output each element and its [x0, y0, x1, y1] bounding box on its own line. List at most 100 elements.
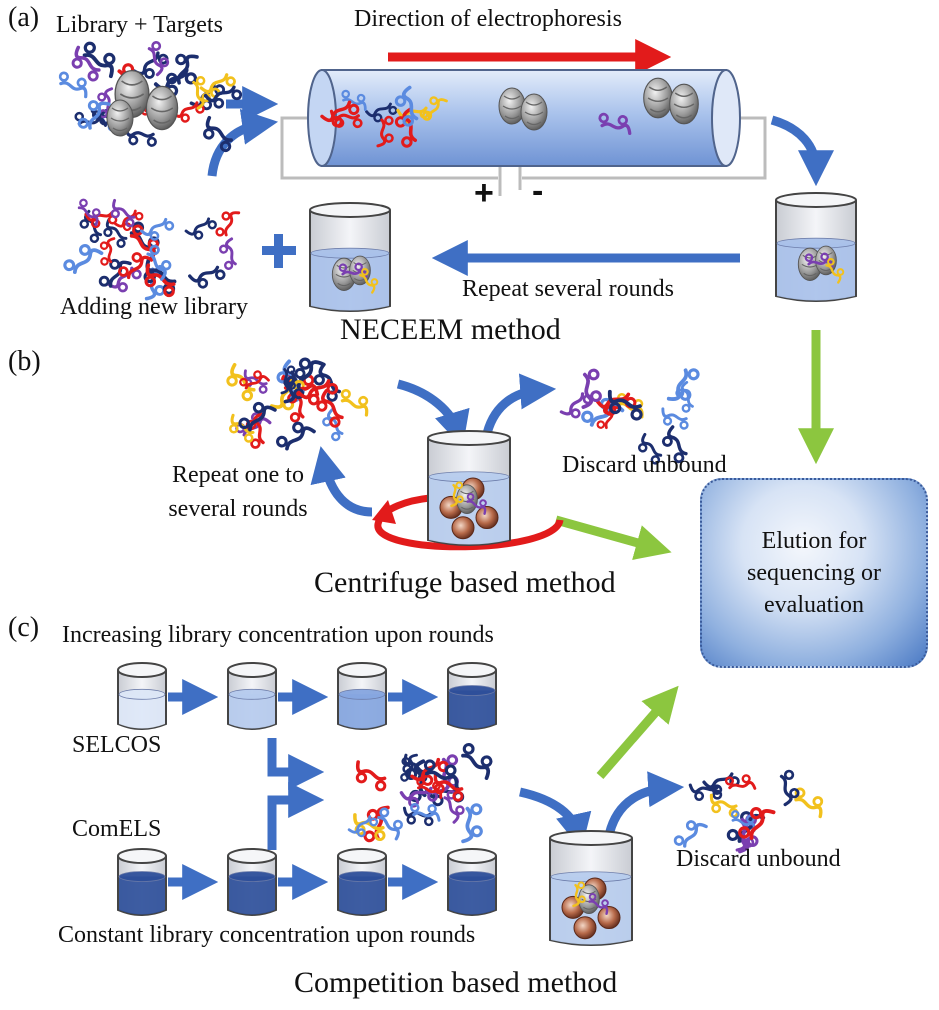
aptamer-strand	[347, 815, 379, 838]
beaker	[549, 830, 633, 946]
beaker	[427, 430, 511, 546]
repeat-b-line2: several rounds	[168, 496, 308, 522]
aptamer-strand	[340, 388, 369, 417]
tube-contents	[320, 77, 699, 148]
minus-terminal: -	[532, 172, 544, 210]
aptamer-strand	[399, 786, 439, 808]
beaker	[447, 662, 497, 730]
aptamer-strand	[97, 87, 114, 119]
aptamer-strand	[313, 362, 341, 402]
aptamer-strand	[461, 803, 483, 844]
selcos-label: SELCOS	[72, 732, 162, 758]
target-protein	[106, 99, 134, 137]
comels-branch-arrow	[267, 782, 325, 850]
repeat-rounds-label: Repeat several rounds	[462, 276, 674, 302]
aptamer-strand	[103, 217, 128, 248]
aptamer-strand	[724, 774, 757, 790]
constant-label: Constant library concentration upon roun…	[58, 922, 476, 948]
panel-a-label: (a)	[8, 2, 40, 33]
adding-library-label: Adding new library	[60, 294, 248, 320]
aptamer-strand	[666, 368, 700, 401]
competition-method-title: Competition based method	[294, 966, 618, 999]
aptamer-strand	[572, 881, 586, 908]
aptamer-strand	[377, 807, 404, 841]
aptamer-strand	[184, 217, 217, 240]
aptamer-strand	[804, 252, 834, 268]
aptamer-strand	[598, 112, 632, 135]
centrifuge-rotation-ring	[374, 494, 564, 551]
selcos-branch-arrow	[267, 738, 325, 790]
aptamer-strand	[110, 198, 136, 228]
centrifuge-ring-arrowhead	[372, 500, 396, 524]
aptamer-strand	[77, 198, 101, 227]
aptamer-strand	[400, 753, 418, 782]
increasing-label: Increasing library concentration upon ro…	[62, 622, 494, 648]
aptamer-strand	[192, 75, 211, 110]
green-arrow-centrifuge-to-elution	[554, 515, 672, 560]
aptamer-strand	[276, 421, 316, 451]
aptamer-strand	[461, 742, 493, 780]
arrow-beaker-out-c	[603, 771, 685, 841]
aptamer-strand	[581, 368, 602, 409]
aptamer-strand	[376, 115, 394, 148]
aptamer-strand	[203, 115, 233, 153]
arrow-beaker-out-b	[481, 373, 557, 440]
target-protein	[520, 93, 548, 131]
beakers	[117, 192, 857, 946]
beaker	[227, 848, 277, 916]
neceem-method-title: NECEEM method	[340, 313, 561, 346]
aptamer-strand	[118, 252, 154, 280]
repeat-b-line1: Repeat one to	[172, 462, 304, 488]
aptamer-strand	[359, 267, 379, 294]
beaker	[117, 662, 167, 730]
beaker	[227, 662, 277, 730]
aptamer-clusters	[58, 41, 824, 854]
aptamer-strand	[450, 481, 464, 508]
aptamer-strand	[199, 73, 236, 99]
aptamer-strand	[203, 85, 243, 109]
arrow-tube-out	[770, 115, 834, 187]
aptamer-strand	[297, 379, 339, 406]
aptamer-strand	[825, 257, 845, 284]
beaker	[309, 202, 391, 312]
aptamer-strand	[99, 237, 116, 266]
aptamer-strand	[423, 759, 459, 788]
arrow-library-into-beaker-b	[396, 379, 470, 448]
aptamer-strand	[661, 425, 688, 464]
target-protein	[145, 85, 179, 131]
aptamer-strand	[139, 217, 175, 241]
aptamer-strand	[188, 265, 226, 289]
aptamer-strand	[316, 388, 344, 428]
aptamer-strand	[215, 211, 241, 237]
aptamer-strand	[365, 102, 398, 123]
aptamer-strand	[144, 263, 176, 298]
elution-line3: evaluation	[764, 592, 864, 618]
target-protein	[578, 884, 600, 915]
aptamer-strand	[433, 771, 464, 802]
green-arrow-competition-to-elution	[596, 685, 679, 779]
aptamer-strand	[416, 777, 443, 800]
aptamer-strand	[673, 820, 708, 848]
aptamer-strand	[688, 783, 723, 801]
aptamer-strand	[779, 769, 800, 807]
aptamer-strand	[588, 892, 609, 915]
aptamer-strand	[238, 401, 277, 432]
aptamer-strand	[794, 787, 824, 819]
plus-terminal: +	[474, 174, 494, 212]
aptamer-strand	[71, 45, 101, 82]
beaker	[775, 192, 857, 302]
aptamer-strand	[147, 41, 170, 77]
elution-line2: sequencing or	[747, 560, 881, 586]
aptamer-strand	[218, 237, 237, 270]
library-targets-label: Library + Targets	[56, 12, 223, 38]
beaker	[337, 662, 387, 730]
aptamer-strand	[394, 85, 419, 127]
target-protein	[669, 83, 699, 125]
target-protein	[643, 77, 673, 119]
aptamer-strand	[146, 244, 172, 281]
direction-label: Direction of electrophoresis	[354, 6, 622, 32]
aptamer-strand	[77, 100, 111, 130]
aptamer-strand	[410, 802, 441, 822]
arrow-repeat-b	[310, 446, 373, 517]
